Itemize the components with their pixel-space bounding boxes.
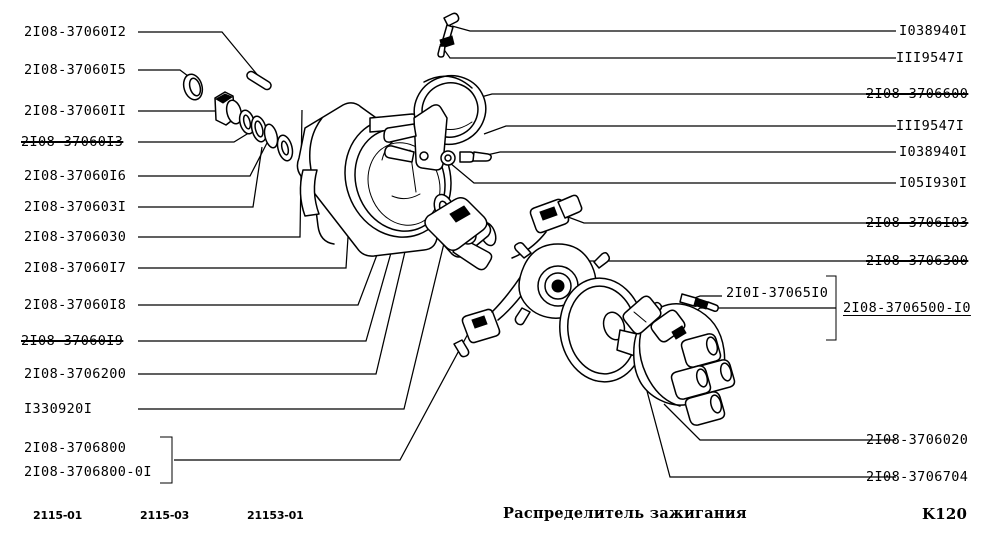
part-label-right-9[interactable]: 2I08-3706704 <box>866 469 969 485</box>
part-label-right-1[interactable]: III9547I <box>896 50 965 66</box>
part-label-left-0[interactable]: 2I08-37060I2 <box>24 24 127 40</box>
model-code-0: 2115-01 <box>33 509 83 522</box>
part-label-right-8[interactable]: 2I08-3706020 <box>866 432 969 448</box>
bolt-washer-parts <box>440 150 492 166</box>
part-label-right-7[interactable]: 2I08-3706300 <box>866 253 969 269</box>
part-label-left-13[interactable]: 2I08-3706800-0I <box>24 464 152 480</box>
leader-lines-left <box>138 31 471 484</box>
part-label-left-8[interactable]: 2I08-37060I8 <box>24 297 127 313</box>
part-label-right-2[interactable]: 2I08-3706600 <box>866 86 969 102</box>
contact-breaker-part <box>424 197 488 251</box>
part-label-right-3[interactable]: III9547I <box>896 118 965 134</box>
part-label-left-10[interactable]: 2I08-3706200 <box>24 366 127 382</box>
part-label-left-6[interactable]: 2I08-3706030 <box>24 229 127 245</box>
assembly-label-boxed[interactable]: 2I08-3706500-I0 <box>843 300 971 316</box>
part-label-right-5[interactable]: I05I930I <box>899 175 968 191</box>
roll-pin-part <box>246 70 272 91</box>
part-label-left-2[interactable]: 2I08-37060II <box>24 103 127 119</box>
model-code-2: 21153-01 <box>247 509 304 522</box>
wiring-connector-lower-part <box>453 251 543 358</box>
washer-stack-part <box>214 91 294 162</box>
plate-caption: Распределитель зажигания <box>503 505 747 522</box>
model-code-1: 2115-03 <box>140 509 190 522</box>
part-label-left-3[interactable]: 2I08-37060I3 <box>21 134 124 150</box>
plate-code: K120 <box>922 505 968 523</box>
part-label-left-5[interactable]: 2I08-370603I <box>24 199 127 215</box>
part-label-left-11[interactable]: I330920I <box>24 401 93 417</box>
part-label-left-12[interactable]: 2I08-3706800 <box>24 440 127 456</box>
vacuum-advance-part <box>383 74 487 171</box>
oring-part <box>182 73 204 101</box>
wiring-connector-upper-part <box>511 194 583 259</box>
part-label-left-1[interactable]: 2I08-37060I5 <box>24 62 127 78</box>
part-label-left-9[interactable]: 2I08-37060I9 <box>21 333 124 349</box>
part-label-right-4[interactable]: I038940I <box>899 144 968 160</box>
part-label-right-0[interactable]: I038940I <box>899 23 968 39</box>
part-label-left-7[interactable]: 2I08-37060I7 <box>24 260 127 276</box>
part-label-left-4[interactable]: 2I08-37060I6 <box>24 168 127 184</box>
bolt-parts <box>437 12 460 58</box>
cap-terminal-part <box>679 293 719 312</box>
part-label-inner-right[interactable]: 2I0I-37065I0 <box>726 285 829 301</box>
cap-clamp-part <box>622 295 662 335</box>
part-label-right-6[interactable]: 2I08-3706I03 <box>866 215 969 231</box>
distributor-cap-part <box>633 301 736 426</box>
